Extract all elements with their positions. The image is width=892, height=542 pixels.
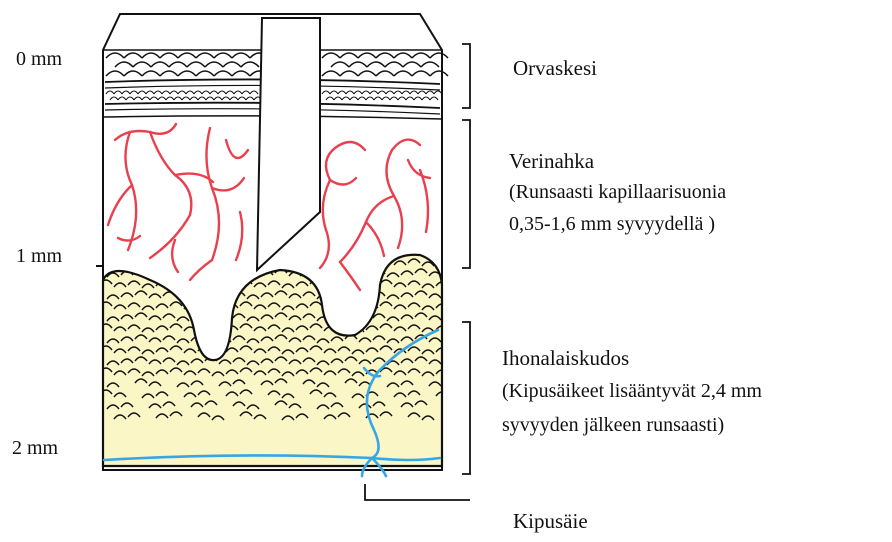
bracket-subcutaneous	[462, 322, 470, 474]
nerve-pointer-line	[365, 484, 470, 500]
layer-label-subcutaneous: Ihonalaiskudos	[502, 345, 629, 371]
bracket-dermis	[462, 120, 470, 268]
layer-label-dermis: Verinahka	[509, 148, 594, 174]
dermis-note-line-1: (Runsaasti kapillaarisuonia	[509, 180, 726, 205]
layer-label-epidermis: Orvaskesi	[513, 55, 597, 81]
nerve-fiber-label: Kipusäie	[513, 508, 588, 534]
depth-label-0mm: 0 mm	[16, 47, 62, 72]
bracket-epidermis	[462, 44, 470, 108]
depth-label-2mm: 2 mm	[12, 436, 58, 461]
depth-label-1mm: 1 mm	[16, 244, 62, 269]
dermis-note-line-2: 0,35-1,6 mm syvyydellä )	[509, 212, 715, 237]
subcutaneous-note-line-1: (Kipusäikeet lisääntyvät 2,4 mm	[502, 379, 762, 404]
subcutaneous-note-line-2: syvyyden jälkeen runsaasti)	[502, 413, 724, 438]
